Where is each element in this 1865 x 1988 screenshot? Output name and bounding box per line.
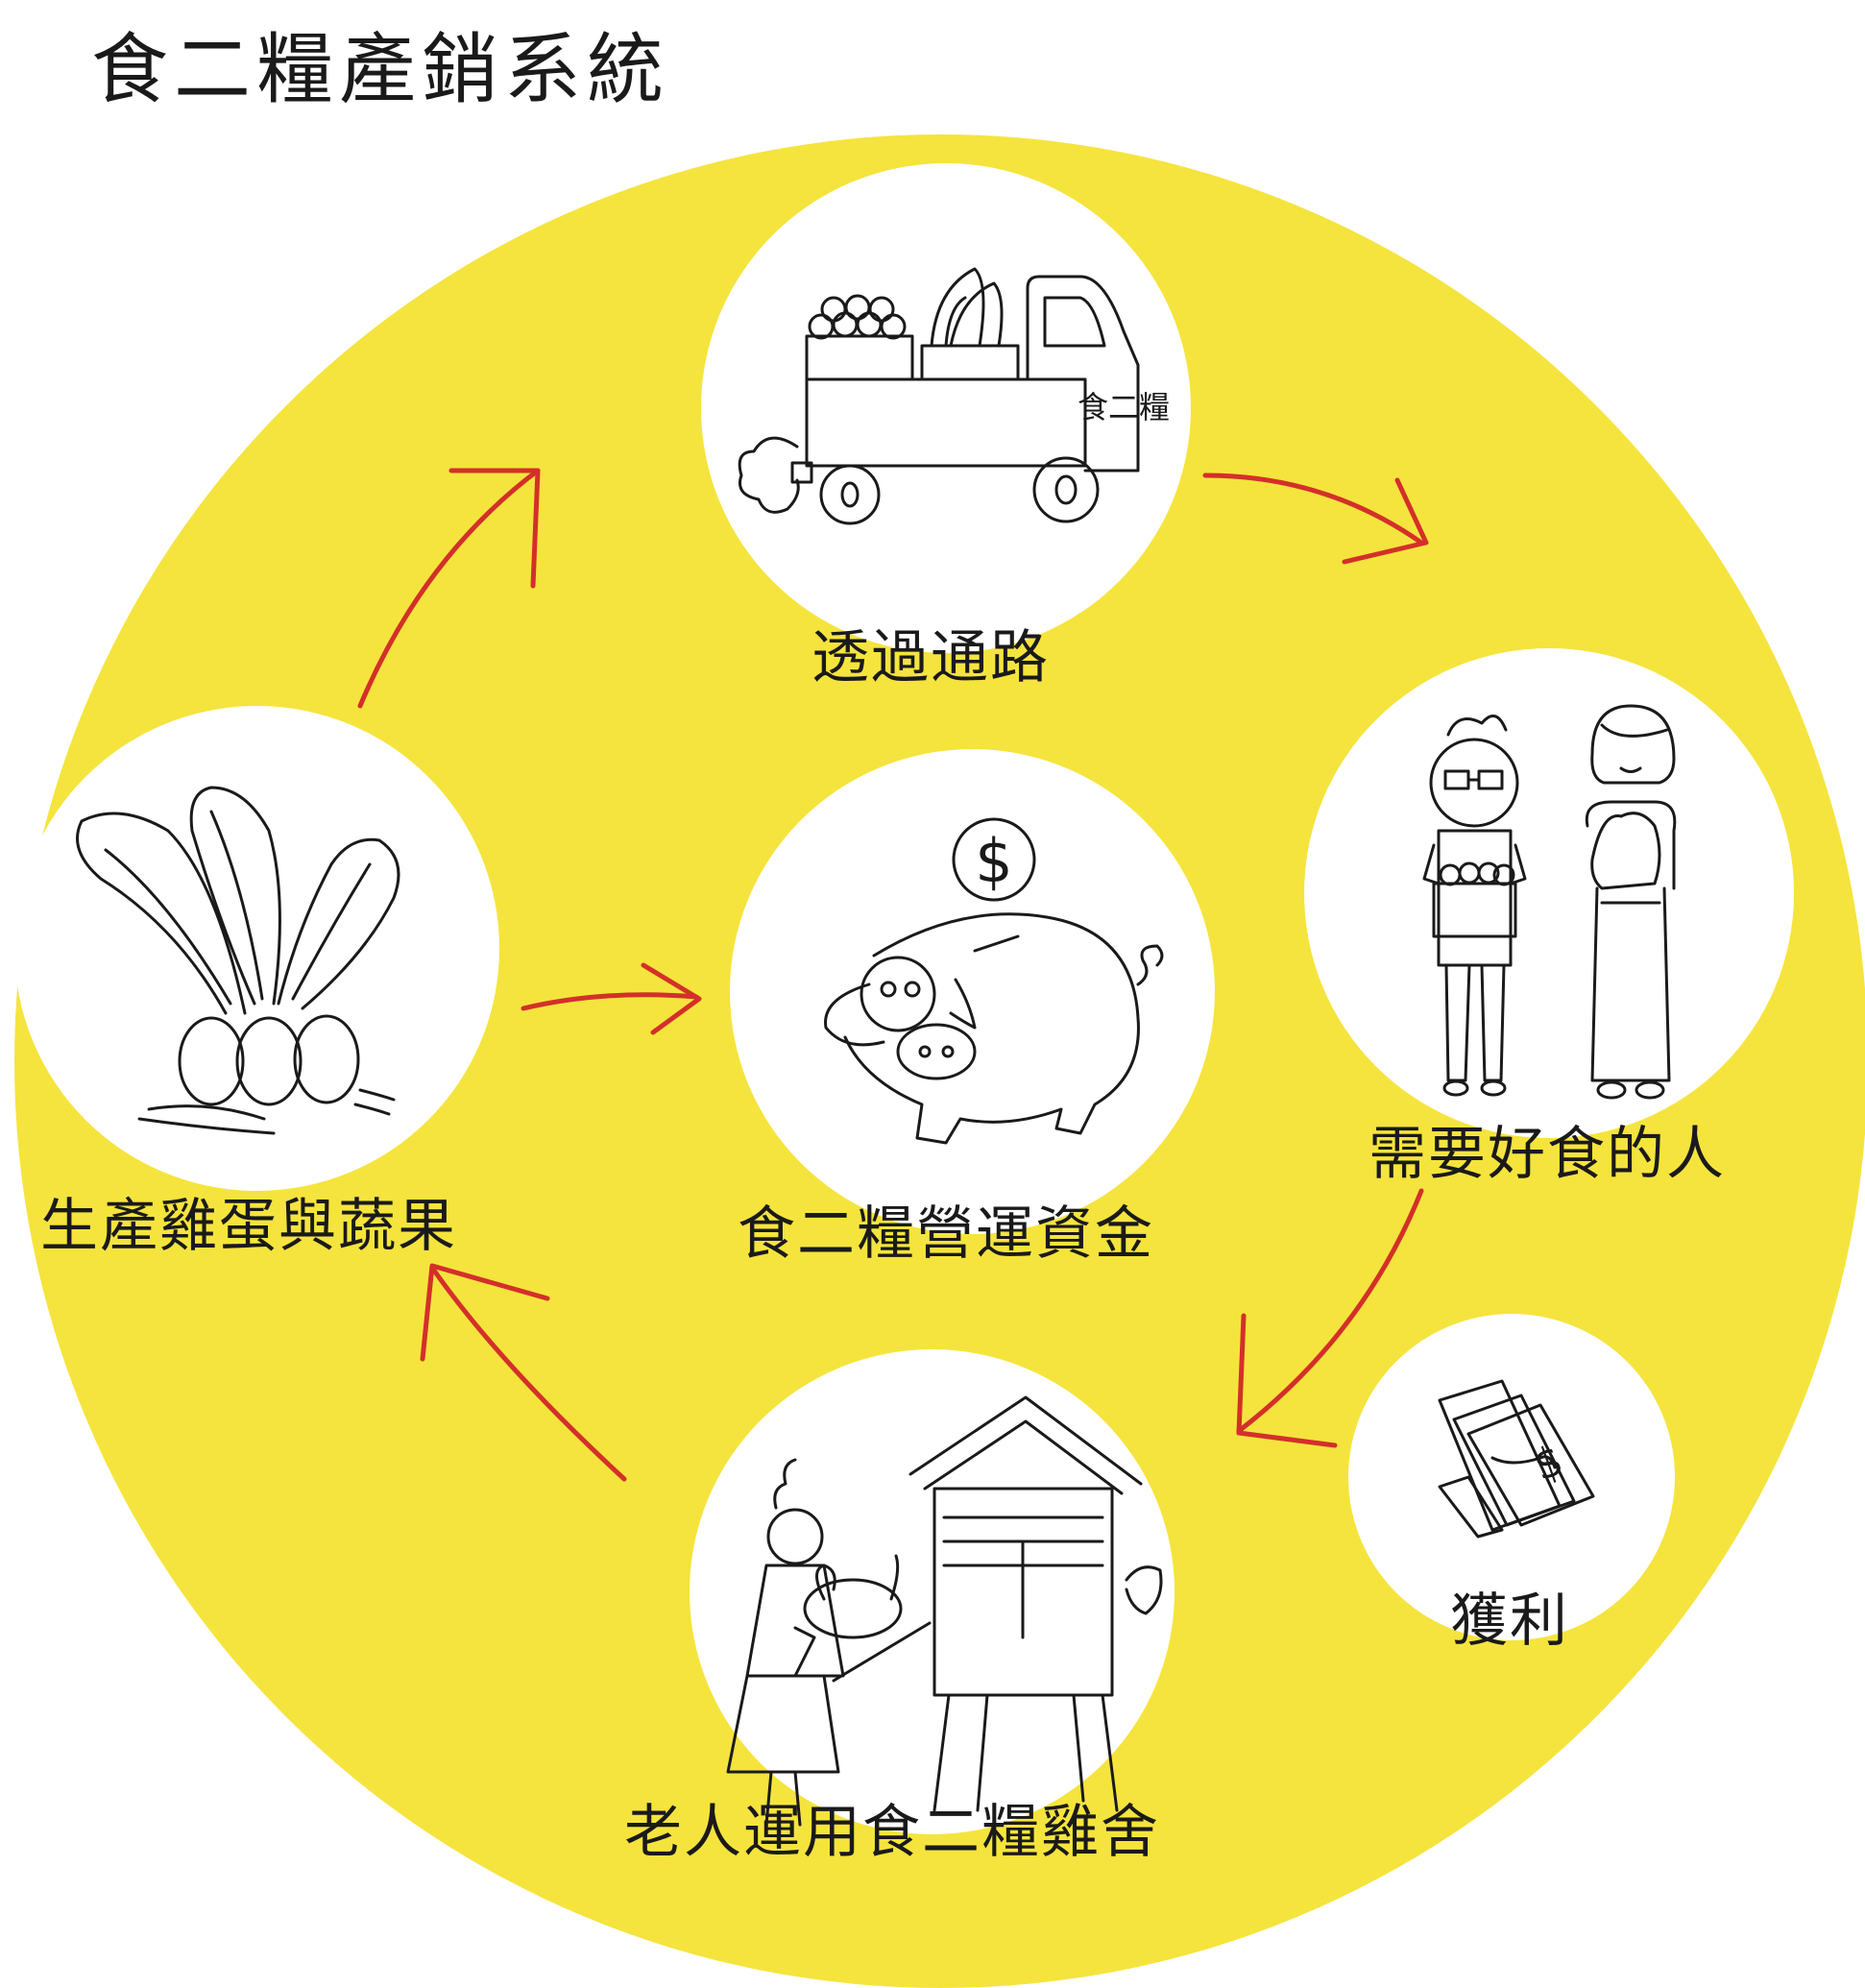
- truck-text: 食二糧: [1078, 389, 1170, 425]
- node-channel: 食二糧: [701, 163, 1191, 653]
- truck-icon: 食二糧: [738, 267, 1170, 525]
- piggy-bank-icon: $: [824, 817, 1164, 1145]
- vegetables-eggs-icon: [76, 786, 400, 1135]
- node-produce: [14, 706, 499, 1191]
- node-coop: [690, 1349, 1175, 1834]
- page-title: 食二糧產銷系統: [91, 25, 669, 114]
- chicken-coop-icon: [726, 1395, 1163, 1827]
- label-fund: 食二糧營運資金: [738, 1200, 1154, 1268]
- label-produce: 生產雞蛋與蔬果: [40, 1193, 457, 1260]
- coin-symbol: $: [975, 826, 1012, 896]
- money-icon: $: [1438, 1379, 1595, 1539]
- label-channel: 透過通路: [811, 624, 1050, 691]
- label-consumers: 需要好食的人: [1368, 1121, 1726, 1188]
- people-icon: [1422, 704, 1677, 1100]
- label-profit: 獲利: [1450, 1588, 1569, 1655]
- node-fund: $: [730, 749, 1215, 1234]
- node-consumers: [1304, 648, 1794, 1138]
- label-coop: 老人運用食二糧雞舍: [624, 1799, 1160, 1866]
